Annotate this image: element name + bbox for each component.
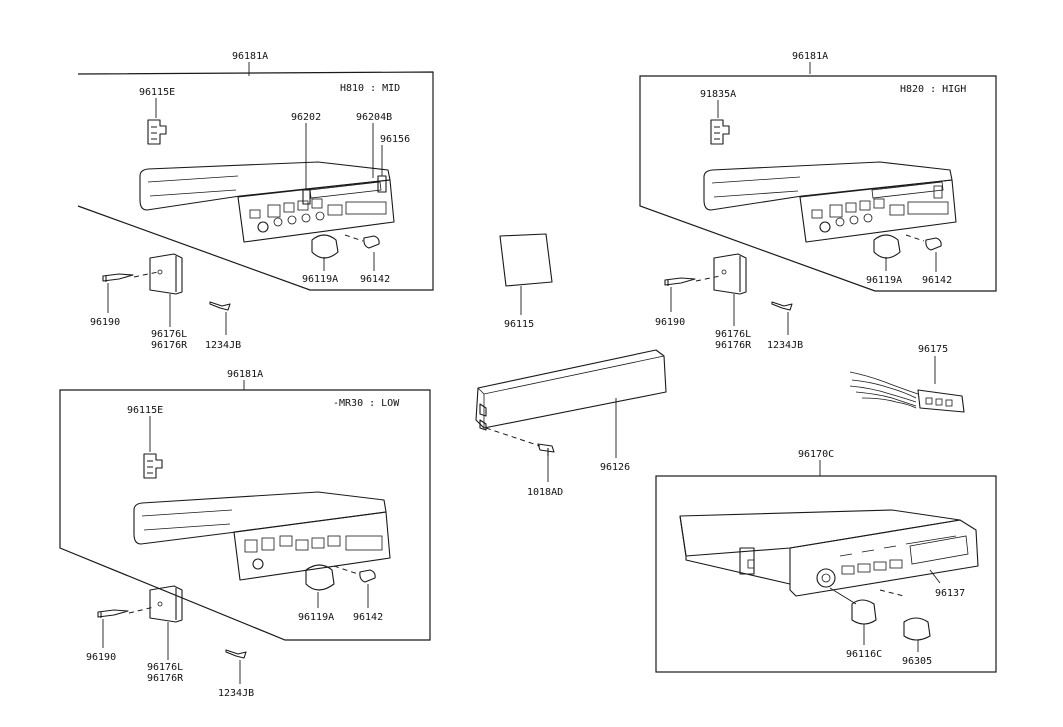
assembly-label-mid: 96181A xyxy=(232,51,268,62)
tapping-screw-icon xyxy=(209,301,231,311)
assembly-frame-mid xyxy=(77,71,434,291)
assembly-frame-high xyxy=(639,75,997,292)
part-label-pad: 96115 xyxy=(504,319,534,330)
assembly-frame-low xyxy=(59,389,431,641)
ant-jack-icon xyxy=(302,189,311,205)
variant-label-mid: H810 : MID xyxy=(340,83,400,94)
part-label-harness: 96175 xyxy=(918,344,948,355)
part-label-plate-l: 96176L xyxy=(151,329,187,340)
part-label-screw: 96190 xyxy=(655,317,685,328)
button-icon xyxy=(903,617,931,641)
panel-high: 96181A H820 : HIGH 91835A 96119A xyxy=(639,51,997,351)
part-label-screw: 96190 xyxy=(90,317,120,328)
part-label-face: 96137 xyxy=(935,588,965,599)
part-label-button: 96305 xyxy=(902,656,932,667)
button-icon xyxy=(363,235,380,249)
part-label-lamp: 96156 xyxy=(380,134,410,145)
tapping-screw-icon xyxy=(225,649,247,659)
part-label-bracket: 96115E xyxy=(139,87,175,98)
plate-icon xyxy=(149,585,183,623)
part-label-knob: 96119A xyxy=(866,275,902,286)
part-label-bracket: 96115E xyxy=(127,405,163,416)
bracket-icon xyxy=(143,453,163,479)
part-label-knob: 96119A xyxy=(298,612,334,623)
panel-low: 96181A -MR30 : LOW 96115E 96119A 96142 xyxy=(59,369,431,699)
loose-parts: 96115 96126 1018AD 96175 xyxy=(475,233,965,498)
button-icon xyxy=(359,569,376,583)
part-label-screw: 96190 xyxy=(86,652,116,663)
assembly-label-head-unit: 96170C xyxy=(798,449,834,460)
bracket-icon xyxy=(710,119,730,145)
radio-unit-low xyxy=(133,491,391,581)
part-label-button: 96142 xyxy=(353,612,383,623)
part-label-tap: 1234JB xyxy=(218,688,254,699)
panel-head-unit: 96170C 96137 96116C 963 xyxy=(655,449,997,673)
radio-unit-head xyxy=(679,509,979,597)
variant-label-low: -MR30 : LOW xyxy=(333,398,400,409)
radio-unit-mid xyxy=(139,161,395,243)
part-label-tap: 1234JB xyxy=(205,340,241,351)
part-label-bolt: 1018AD xyxy=(527,487,563,498)
knob-icon xyxy=(873,234,901,259)
part-label-plate-l: 96176L xyxy=(715,329,751,340)
knob-icon xyxy=(305,564,335,591)
knob-icon xyxy=(311,234,339,259)
assembly-label-high: 96181A xyxy=(792,51,828,62)
part-label-plate-l: 96176L xyxy=(147,662,183,673)
pad-icon xyxy=(499,233,553,287)
screw-icon xyxy=(102,273,134,282)
button-icon xyxy=(925,237,942,251)
part-label-plate-r: 96176R xyxy=(151,340,188,351)
plate-icon xyxy=(149,253,183,295)
screw-icon xyxy=(664,277,696,286)
part-label-socket: 96204B xyxy=(356,112,392,123)
assembly-frame-head-unit xyxy=(655,475,997,673)
screw-icon xyxy=(97,609,129,618)
variant-label-high: H820 : HIGH xyxy=(900,84,966,95)
assembly-label-low: 96181A xyxy=(227,369,263,380)
part-label-knob: 96116C xyxy=(846,649,882,660)
bracket-icon xyxy=(147,119,167,145)
radio-unit-high xyxy=(703,161,957,243)
wire-harness-icon xyxy=(849,371,965,413)
part-label-ant-jack: 96202 xyxy=(291,112,321,123)
part-label-bracket: 91835A xyxy=(700,89,736,100)
knob-icon xyxy=(851,599,877,625)
part-label-button: 96142 xyxy=(360,274,390,285)
tapping-screw-icon xyxy=(771,301,793,311)
part-label-plate-r: 96176R xyxy=(715,340,752,351)
bolt-icon xyxy=(537,443,555,456)
case-icon xyxy=(475,349,667,431)
part-label-case: 96126 xyxy=(600,462,630,473)
lamp-icon xyxy=(377,175,387,193)
part-label-plate-r: 96176R xyxy=(147,673,184,684)
part-label-button: 96142 xyxy=(922,275,952,286)
panel-mid: 96181A H810 : MID 96115E 962 xyxy=(77,51,434,351)
plate-icon xyxy=(713,253,747,295)
part-label-knob: 96119A xyxy=(302,274,338,285)
part-label-tap: 1234JB xyxy=(767,340,803,351)
